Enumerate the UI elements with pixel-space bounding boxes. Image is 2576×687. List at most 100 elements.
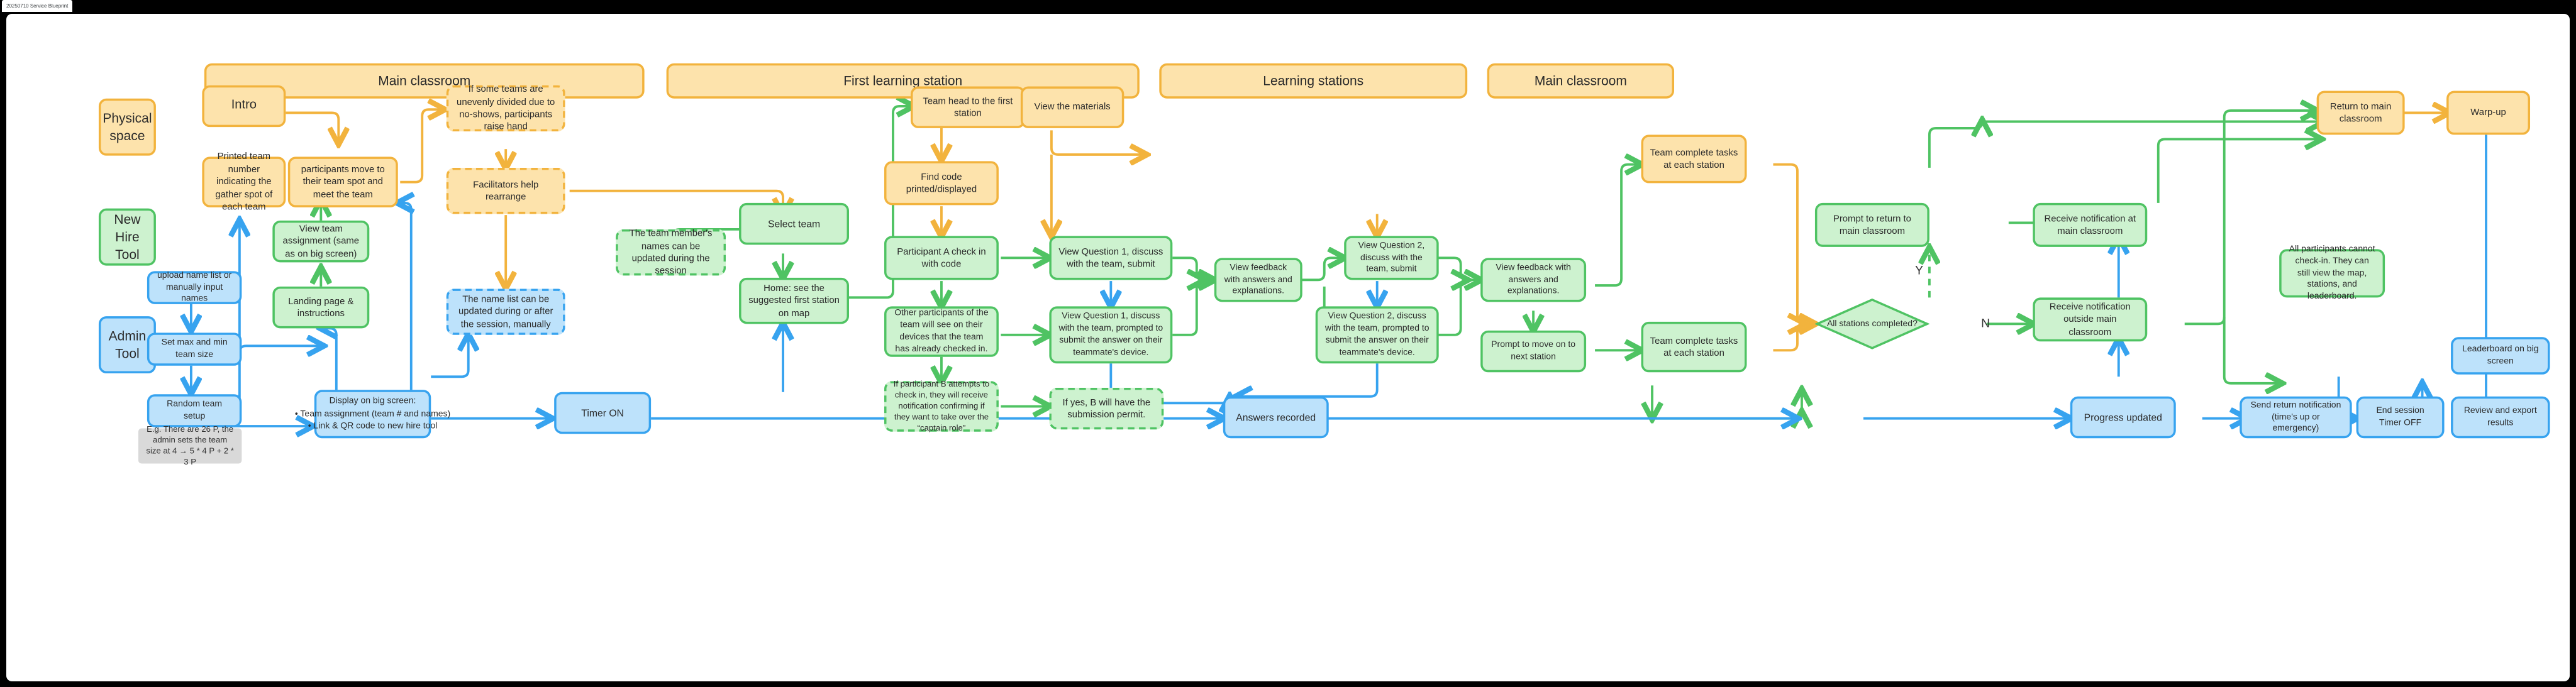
node-receive-notification-main[interactable]: Receive notification at main classroom — [2033, 202, 2148, 247]
phase-label: First learning station — [843, 73, 963, 89]
node-label: participants move to their team spot and… — [301, 163, 385, 200]
node-label: All participants cannot check-in. They c… — [2289, 243, 2375, 301]
node-label: If yes, B will have the submission permi… — [1062, 395, 1151, 420]
node-q1-prompted[interactable]: View Question 1, discuss with the team, … — [1049, 306, 1173, 364]
node-send-return-notification[interactable]: Send return notification (time's up or e… — [2240, 396, 2352, 439]
node-label: Prompt to return to main classroom — [1833, 212, 1911, 236]
node-uneven-teams[interactable]: If some teams are unevenly divided due t… — [446, 83, 565, 132]
node-label: Team head to the first station — [923, 94, 1013, 119]
phase-label: Learning stations — [1263, 73, 1364, 89]
node-if-yes-b-permit[interactable]: If yes, B will have the submission permi… — [1049, 387, 1164, 430]
node-other-participants-see[interactable]: Other participants of the team will see … — [884, 306, 999, 357]
node-receive-notification-outside[interactable]: Receive notification outside main classr… — [2033, 297, 2148, 342]
node-label: Review and export results — [2463, 405, 2537, 427]
node-cannot-checkin[interactable]: All participants cannot check-in. They c… — [2279, 244, 2385, 301]
node-label: Team complete tasks at each station — [1650, 334, 1738, 358]
browser-tab[interactable]: 20250710 Service Blueprint — [2, 0, 73, 12]
node-q2-prompted[interactable]: View Question 2, discuss with the team, … — [1315, 306, 1439, 364]
node-participant-a-checkin[interactable]: Participant A check in with code — [884, 236, 999, 280]
node-random-team-setup[interactable]: Random team setup — [147, 394, 242, 427]
node-label: Other participants of the team will see … — [894, 307, 989, 354]
node-label: Facilitators help rearrange — [473, 178, 539, 202]
node-label: View the materials — [1034, 101, 1111, 113]
node-label: All stations completed? — [1826, 317, 1918, 328]
node-warp-up[interactable]: Warp-up — [2446, 91, 2531, 135]
phase-header-learning-stations: Learning stations — [1159, 63, 1468, 99]
node-answers-recorded[interactable]: Answers recorded — [1223, 396, 1329, 439]
node-prompt-next-station[interactable]: Prompt to move on to next station — [1480, 330, 1587, 373]
node-label: Warp-up — [2470, 106, 2506, 118]
node-team-head-first-station[interactable]: Team head to the first station — [910, 86, 1025, 128]
display-title: Display on big screen: — [329, 395, 416, 406]
connector-layer — [6, 14, 2570, 681]
node-label: Receive notification outside main classr… — [2049, 300, 2131, 337]
node-q2-submit[interactable]: View Question 2, discuss with the team, … — [1344, 236, 1439, 280]
node-display-big-screen[interactable]: Display on big screen: • Team assignment… — [295, 390, 450, 439]
node-team-complete-tasks-physical[interactable]: Team complete tasks at each station — [1641, 135, 1747, 184]
node-participant-b-checkin[interactable]: If participant B attempts to check in, t… — [884, 378, 999, 433]
node-label: Home: see the suggested first station on… — [748, 282, 840, 319]
phase-header-main-classroom-2: Main classroom — [1487, 63, 1675, 99]
browser-tab-title: 20250710 Service Blueprint — [6, 3, 69, 9]
node-progress-updated[interactable]: Progress updated — [2070, 396, 2176, 439]
node-label: View Question 2, discuss with the team, … — [1358, 240, 1425, 274]
node-label: View Question 2, discuss with the team, … — [1324, 311, 1430, 357]
node-view-team-assignment[interactable]: View team assignment (same as on big scr… — [272, 220, 370, 263]
node-printed-team-number[interactable]: Printed team number indicating the gathe… — [202, 150, 286, 212]
node-prompt-return-main[interactable]: Prompt to return to main classroom — [1814, 202, 1929, 247]
note-team-size-example: E.g. There are 26 P, the admin sets the … — [138, 424, 242, 467]
node-upload-name-list[interactable]: upload name list or manually input names — [147, 270, 242, 304]
browser-tab-strip: 20250710 Service Blueprint — [0, 0, 2576, 13]
edge-label-text: N — [1981, 317, 1990, 331]
node-label: The name list can be updated during or a… — [458, 292, 553, 329]
node-label: Printed team number indicating the gathe… — [215, 150, 273, 212]
lane-label: Physical space — [103, 110, 152, 144]
lane-label-physical-space: Physical space — [98, 98, 156, 156]
node-q1-submit[interactable]: View Question 1, discuss with the team, … — [1049, 236, 1173, 280]
node-label: Random team setup — [167, 398, 223, 421]
node-feedback-2[interactable]: View feedback with answers and explanati… — [1480, 258, 1587, 302]
node-label: Landing page & instructions — [288, 295, 354, 319]
node-label: Timer ON — [581, 407, 624, 419]
node-landing-page[interactable]: Landing page & instructions — [272, 286, 370, 329]
lane-label: New Hire Tool — [114, 211, 141, 263]
edge-label-yes: Y — [1915, 265, 1923, 278]
node-home-suggested-station[interactable]: Home: see the suggested first station on… — [739, 277, 850, 324]
node-leaderboard-big-screen[interactable]: Leaderboard on big screen — [2451, 337, 2550, 375]
display-bullet-2: • Link & QR code to new hire tool — [308, 420, 438, 431]
node-find-code[interactable]: Find code printed/displayed — [884, 161, 999, 206]
node-label: Return to main classroom — [2329, 100, 2392, 124]
node-feedback-1[interactable]: View feedback with answers and explanati… — [1214, 258, 1302, 302]
node-label: Progress updated — [2084, 412, 2162, 423]
node-all-stations-completed[interactable]: All stations completed? — [1814, 297, 1929, 350]
node-label: Team complete tasks at each station — [1650, 146, 1738, 170]
node-label: Leaderboard on big screen — [2462, 344, 2539, 366]
node-label: Participant A check in with code — [897, 245, 986, 269]
edge-label-no: N — [1981, 317, 1990, 331]
node-view-materials[interactable]: View the materials — [1020, 86, 1124, 128]
node-team-complete-tasks-tool[interactable]: Team complete tasks at each station — [1641, 321, 1747, 373]
node-participants-move[interactable]: participants move to their team spot and… — [287, 157, 398, 207]
node-end-session-timer-off[interactable]: End session Timer OFF — [2356, 396, 2445, 439]
lane-label: Admin Tool — [108, 327, 147, 361]
node-name-list-updated[interactable]: The name list can be updated during or a… — [446, 289, 565, 335]
node-return-main-classroom[interactable]: Return to main classroom — [2316, 91, 2405, 135]
note-text: E.g. There are 26 P, the admin sets the … — [146, 424, 234, 467]
node-team-member-names-updated[interactable]: The team member's names can be updated d… — [616, 227, 726, 276]
node-label: View feedback with answers and explanati… — [1496, 262, 1571, 296]
node-label: Answers recorded — [1236, 412, 1316, 423]
node-select-team[interactable]: Select team — [739, 202, 850, 245]
node-label: Select team — [767, 218, 821, 229]
node-review-export-results[interactable]: Review and export results — [2451, 396, 2550, 439]
node-intro[interactable]: Intro — [202, 85, 286, 128]
node-label: Receive notification at main classroom — [2044, 212, 2136, 236]
diagram-canvas[interactable]: Main classroom First learning station Le… — [6, 14, 2570, 681]
node-label: Send return notification (time's up or e… — [2250, 399, 2341, 434]
node-set-team-size[interactable]: Set max and min team size — [147, 333, 242, 366]
phase-label: Main classroom — [1534, 73, 1627, 89]
node-facilitators-rearrange[interactable]: Facilitators help rearrange — [446, 167, 565, 214]
node-label: End session Timer OFF — [2376, 405, 2424, 427]
node-timer-on[interactable]: Timer ON — [554, 392, 652, 434]
diamond-shape — [1814, 298, 1929, 349]
